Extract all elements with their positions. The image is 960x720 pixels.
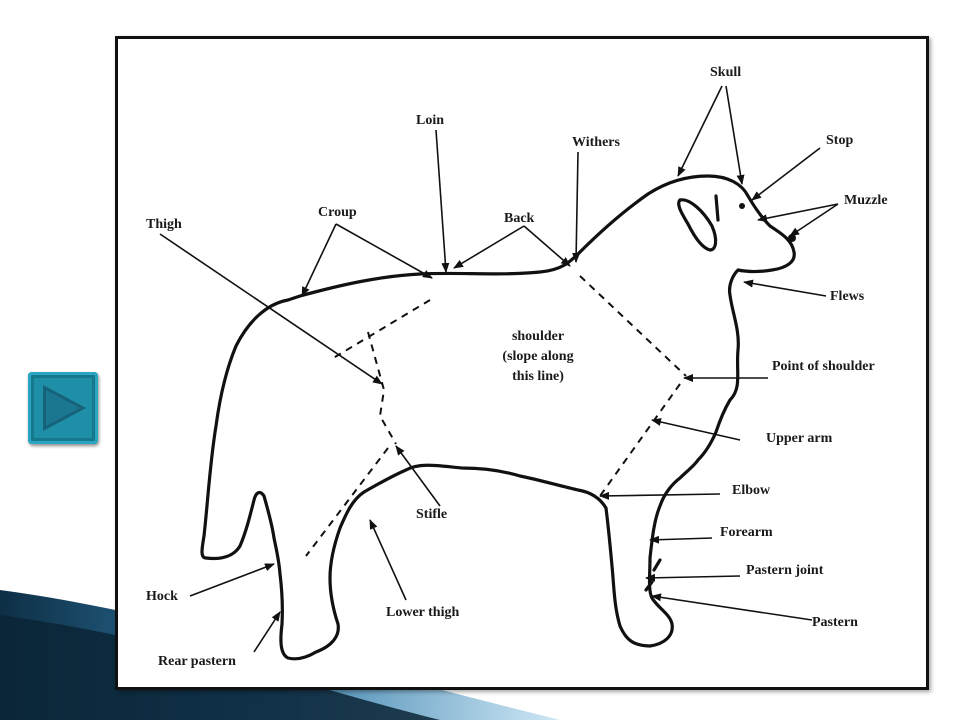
diagram-frame xyxy=(115,36,929,690)
play-triangle-icon xyxy=(43,385,86,431)
next-slide-button[interactable] xyxy=(28,372,98,444)
